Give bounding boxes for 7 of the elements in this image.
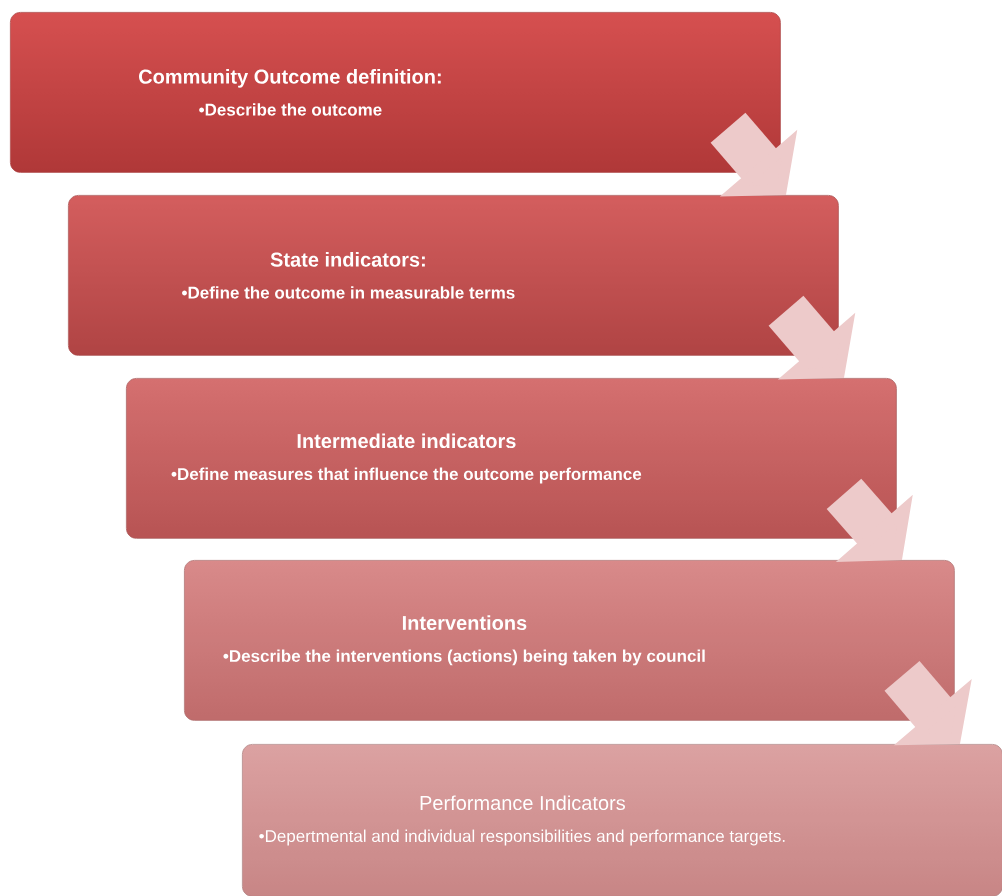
process-box: Intermediate indicators •Define measures that influence the outcome performance — [126, 378, 897, 539]
block-arrow — [710, 112, 798, 197]
process-box: Community Outcome definition: •Describe the outcome — [10, 12, 781, 173]
process-box: State indicators: •Define the outcome in measurable terms — [68, 195, 839, 356]
process-box: Interventions •Describe the interventions (actions) being taken by council — [184, 560, 955, 721]
process-box: Performance Indicators •Depertmental and individual responsibilities and performance targets. — [242, 744, 1002, 896]
block-arrow — [768, 295, 856, 380]
